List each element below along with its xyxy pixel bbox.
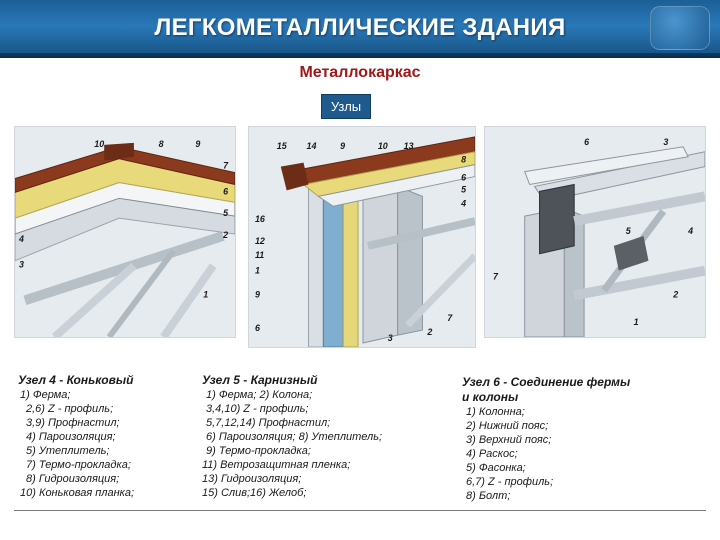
slide-title: ЛЕГКОМЕТАЛЛИЧЕСКИЕ ЗДАНИЯ bbox=[154, 14, 566, 41]
label-9-top: 9 bbox=[340, 141, 345, 151]
ridge-node-labels: 10 8 9 7 6 5 2 4 3 1 bbox=[18, 139, 229, 300]
caption-node4-title: Узел 4 - Коньковый bbox=[18, 373, 134, 387]
label-10: 10 bbox=[94, 139, 104, 149]
caption-node6-line: 3) Верхний пояс; bbox=[466, 434, 552, 446]
label-8: 8 bbox=[461, 155, 466, 165]
caption-node4-line: 5) Утеплитель; bbox=[26, 445, 110, 457]
caption-node4-line: 10) Коньковая планка; bbox=[20, 487, 135, 499]
truss-column-node-illustration: 6 3 5 4 7 2 1 bbox=[485, 127, 705, 337]
label-4: 4 bbox=[18, 234, 24, 244]
label-3: 3 bbox=[19, 260, 24, 270]
figure-eave-node: 15 14 9 10 13 8 6 5 4 16 12 11 1 9 6 3 2… bbox=[248, 126, 476, 348]
label-14: 14 bbox=[307, 141, 317, 151]
caption-node5-line: 13) Гидроизоляция; bbox=[202, 473, 302, 485]
label-16: 16 bbox=[255, 214, 265, 224]
label-1: 1 bbox=[203, 289, 208, 299]
caption-node5-line: 6) Пароизоляция; 8) Утеплитель; bbox=[206, 431, 383, 443]
caption-node6-title: Узел 6 - Соединение фермы bbox=[462, 375, 631, 389]
caption-node5-line: 5,7,12,14) Профнастил; bbox=[206, 417, 331, 429]
label-4: 4 bbox=[460, 198, 466, 208]
caption-node5-title: Узел 5 - Карнизный bbox=[202, 373, 318, 387]
caption-node6-line: 6,7) Z - профиль; bbox=[466, 476, 554, 488]
label-9: 9 bbox=[195, 139, 200, 149]
caption-node6-line: 2) Нижний пояс; bbox=[466, 420, 549, 432]
caption-node4-line: 8) Гидроизоляция; bbox=[26, 473, 120, 485]
label-4: 4 bbox=[687, 226, 693, 236]
figure-truss-column-node: 6 3 5 4 7 2 1 bbox=[484, 126, 706, 338]
label-6-left: 6 bbox=[255, 323, 260, 333]
label-6: 6 bbox=[223, 186, 228, 196]
slide-subtitle: Металлокаркас bbox=[299, 64, 421, 81]
label-5: 5 bbox=[223, 208, 229, 218]
caption-node4-line: 3,9) Профнастил; bbox=[26, 417, 120, 429]
label-5: 5 bbox=[461, 184, 467, 194]
label-5: 5 bbox=[626, 226, 632, 236]
label-9-left: 9 bbox=[255, 289, 260, 299]
label-1: 1 bbox=[255, 266, 260, 276]
caption-node5-line: 1) Ферма; 2) Колона; bbox=[206, 389, 313, 401]
nodes-badge: Узлы bbox=[321, 94, 371, 119]
eave-node-illustration: 15 14 9 10 13 8 6 5 4 16 12 11 1 9 6 3 2… bbox=[249, 127, 475, 347]
label-7: 7 bbox=[447, 313, 453, 323]
label-12: 12 bbox=[255, 236, 265, 246]
label-3: 3 bbox=[663, 137, 668, 147]
caption-node4-line: 2,6) Z - профиль; bbox=[26, 403, 114, 415]
caption-node5-line: 3,4,10) Z - профиль; bbox=[206, 403, 309, 415]
caption-node6-title-cont: и колоны bbox=[462, 390, 519, 404]
label-15: 15 bbox=[277, 141, 288, 151]
label-11: 11 bbox=[255, 250, 264, 260]
label-6: 6 bbox=[584, 137, 589, 147]
label-2: 2 bbox=[426, 327, 432, 337]
caption-node6-line: 4) Раскос; bbox=[466, 448, 518, 460]
caption-node4-line: 1) Ферма; bbox=[20, 389, 71, 401]
figure-ridge-node: 10 8 9 7 6 5 2 4 3 1 bbox=[14, 126, 236, 338]
caption-node4: Узел 4 - Коньковый 1) Ферма; 2,6) Z - пр… bbox=[18, 373, 134, 500]
bottom-divider bbox=[14, 510, 706, 511]
caption-node4-line: 7) Термо-прокладка; bbox=[26, 459, 131, 471]
header-band bbox=[0, 0, 720, 58]
caption-node5-line: 15) Слив;16) Желоб; bbox=[202, 487, 307, 499]
caption-node6-line: 1) Колонна; bbox=[466, 406, 525, 418]
label-7: 7 bbox=[223, 161, 229, 171]
label-7: 7 bbox=[493, 272, 499, 282]
label-8: 8 bbox=[159, 139, 164, 149]
caption-node6: Узел 6 - Соединение фермы и колоны 1) Ко… bbox=[462, 375, 630, 503]
caption-node6-line: 8) Болт; bbox=[466, 490, 511, 502]
caption-node5-line: 9) Термо-прокладка; bbox=[206, 445, 311, 457]
label-2: 2 bbox=[672, 289, 678, 299]
logo-badge bbox=[650, 6, 710, 50]
label-3: 3 bbox=[388, 333, 393, 343]
label-13: 13 bbox=[404, 141, 414, 151]
label-6-right: 6 bbox=[461, 173, 466, 183]
label-1: 1 bbox=[634, 317, 639, 327]
eave-node-labels: 15 14 9 10 13 8 6 5 4 16 12 11 1 9 6 3 2… bbox=[255, 141, 467, 343]
caption-node6-line: 5) Фасонка; bbox=[466, 462, 526, 474]
caption-node5: Узел 5 - Карнизный 1) Ферма; 2) Колона; … bbox=[202, 373, 382, 500]
caption-node5-line: 11) Ветрозащитная пленка; bbox=[202, 459, 351, 471]
label-10: 10 bbox=[378, 141, 388, 151]
truss-column-node-labels: 6 3 5 4 7 2 1 bbox=[493, 137, 693, 327]
label-2: 2 bbox=[222, 230, 228, 240]
caption-node4-line: 4) Пароизоляция; bbox=[26, 431, 116, 443]
ridge-node-illustration: 10 8 9 7 6 5 2 4 3 1 bbox=[15, 127, 235, 337]
